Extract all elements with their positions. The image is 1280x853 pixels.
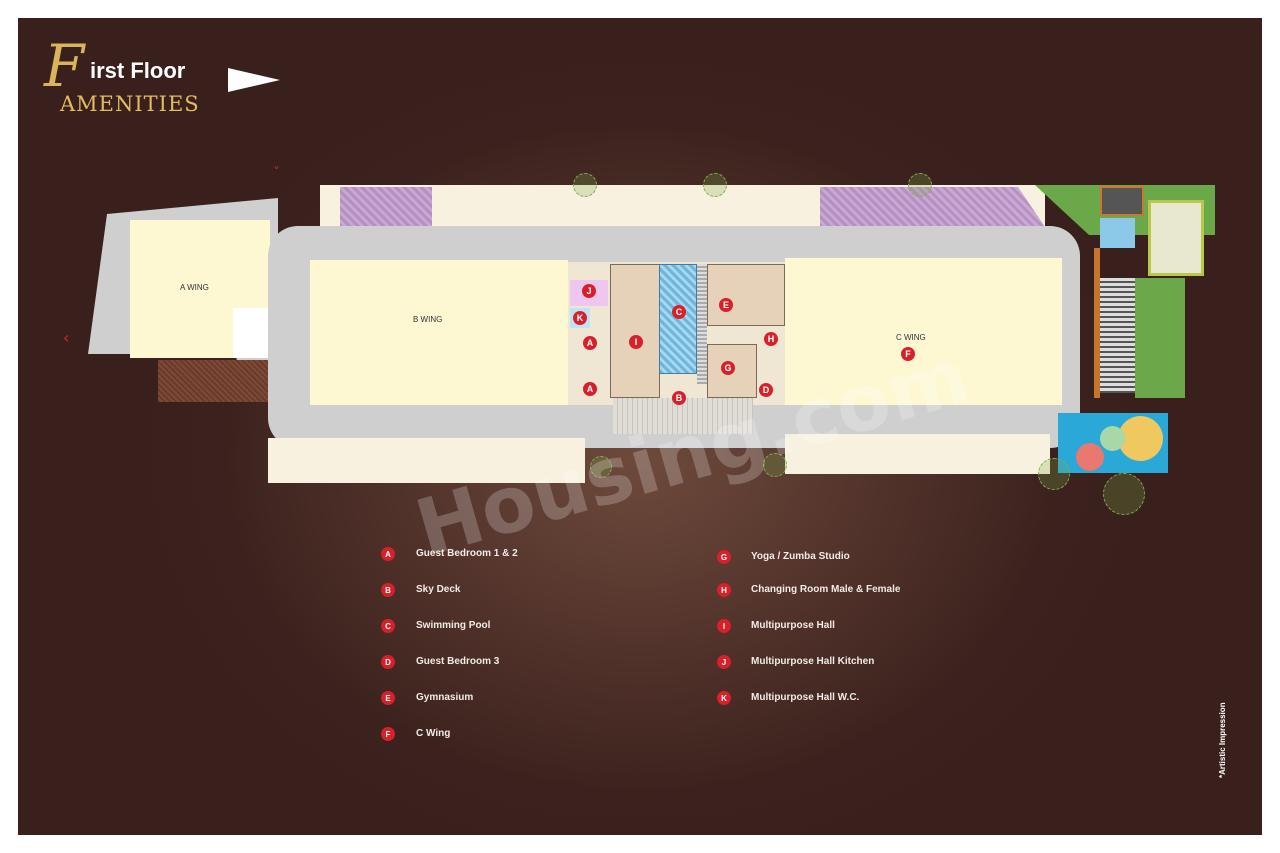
legend-label: Changing Room Male & Female: [751, 584, 901, 595]
a-wing-void: [233, 308, 270, 358]
north-arrow-icon: [228, 68, 280, 92]
lawn: [1135, 278, 1185, 398]
entry-arrow-icon: ‹: [63, 328, 70, 347]
pool-deck-edge: [697, 264, 707, 384]
legend-marker: A: [381, 547, 395, 561]
play-area-feature: [1100, 426, 1125, 451]
legend-marker: C: [381, 619, 395, 633]
transformer-area: [340, 187, 432, 227]
marker-f[interactable]: F: [901, 347, 915, 361]
legend-label: Multipurpose Hall: [751, 620, 835, 631]
hatched-purple-area: [820, 187, 1045, 227]
tree-icon: [908, 173, 932, 197]
legend-marker: K: [717, 691, 731, 705]
sky-deck: [613, 398, 753, 434]
entry-arrow-icon: ˇ: [273, 166, 280, 182]
marker-a[interactable]: A: [583, 336, 597, 350]
play-area-feature: [1076, 443, 1104, 471]
swimming-pool: [659, 264, 697, 374]
marker-i[interactable]: I: [629, 335, 643, 349]
seating-plaza: [1148, 200, 1204, 276]
tree-icon: [573, 173, 597, 197]
marker-k[interactable]: K: [573, 311, 587, 325]
tree-icon: [763, 453, 787, 477]
legend-label: Guest Bedroom 3: [416, 656, 500, 667]
page-subtitle: AMENITIES: [60, 92, 200, 116]
play-area-feature: [1118, 416, 1163, 461]
marker-c[interactable]: C: [672, 305, 686, 319]
legend-label: Gymnasium: [416, 692, 474, 703]
legend-marker: D: [381, 655, 395, 669]
pavilion: [1100, 186, 1144, 216]
hatched-area: [158, 360, 270, 402]
tree-icon: [1038, 458, 1070, 490]
gymnasium-room: [707, 264, 785, 326]
legend-label: Sky Deck: [416, 584, 461, 595]
page-title: irst Floor: [90, 58, 186, 83]
b-wing-label: B WING: [413, 315, 443, 324]
legend-marker: J: [717, 655, 731, 669]
tree-icon: [590, 456, 612, 478]
legend-marker: E: [381, 691, 395, 705]
bottom-strip-right: [785, 434, 1050, 474]
marker-e[interactable]: E: [719, 298, 733, 312]
legend-label: Yoga / Zumba Studio: [751, 551, 850, 562]
planter-strip: [1094, 248, 1100, 398]
tree-icon: [703, 173, 727, 197]
title-initial: F: [44, 32, 85, 100]
legend-marker: B: [381, 583, 395, 597]
a-wing-label: A WING: [180, 283, 209, 292]
legend-marker: G: [717, 550, 731, 564]
legend-marker: H: [717, 583, 731, 597]
marker-j[interactable]: J: [582, 284, 596, 298]
marker-h[interactable]: H: [764, 332, 778, 346]
tree-icon: [1103, 473, 1145, 515]
c-wing-label: C WING: [896, 333, 926, 342]
b-wing-block: [310, 260, 568, 405]
artistic-impression-note: *Artistic Impression: [1218, 702, 1227, 778]
legend-marker: I: [717, 619, 731, 633]
legend-label: Multipurpose Hall W.C.: [751, 692, 860, 703]
legend-label: Multipurpose Hall Kitchen: [751, 656, 875, 667]
floor-plan-board: F irst Floor AMENITIES A WING ‹ ˇ B WING: [18, 18, 1262, 835]
marker-g[interactable]: G: [721, 361, 735, 375]
steps: [1100, 278, 1135, 393]
legend-marker: F: [381, 727, 395, 741]
c-wing-block: [785, 258, 1062, 405]
legend-label: C Wing: [416, 728, 451, 739]
legend-label: Guest Bedroom 1 & 2: [416, 548, 518, 559]
marker-b[interactable]: B: [672, 391, 686, 405]
legend-label: Swimming Pool: [416, 620, 491, 631]
marker-d[interactable]: D: [759, 383, 773, 397]
bottom-strip-left: [268, 438, 585, 483]
marker-a[interactable]: A: [583, 382, 597, 396]
water-feature: [1100, 218, 1135, 248]
multipurpose-hall-room: [610, 264, 660, 398]
